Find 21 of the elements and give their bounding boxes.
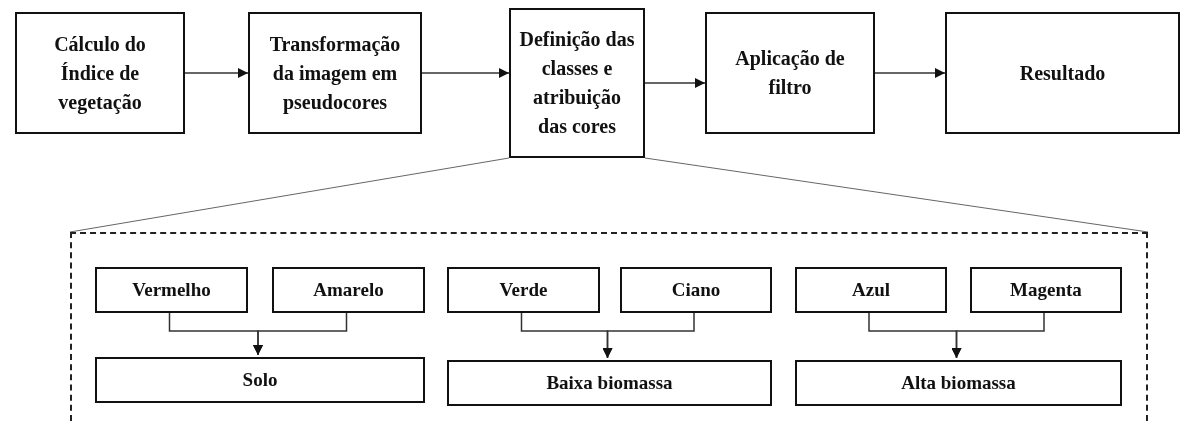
- process-box: Amarelo: [272, 267, 425, 313]
- process-box: Solo: [95, 357, 425, 403]
- process-box: Ciano: [620, 267, 772, 313]
- zoom-line: [69, 157, 510, 233]
- process-box: Transformação da imagem em pseudocores: [248, 12, 422, 134]
- process-box: Resultado: [945, 12, 1180, 134]
- arrow: [421, 68, 510, 78]
- process-box: Aplicação de filtro: [705, 12, 875, 134]
- process-box: Baixa biomassa: [447, 360, 772, 406]
- zoom-line: [644, 157, 1149, 233]
- process-box: Cálculo do Índice de vegetação: [15, 12, 185, 134]
- arrow: [644, 78, 706, 88]
- process-box: Verde: [447, 267, 600, 313]
- arrow: [874, 68, 946, 78]
- dashed-frame: [70, 232, 1148, 421]
- arrow: [184, 68, 249, 78]
- process-box: Alta biomassa: [795, 360, 1122, 406]
- process-box: Azul: [795, 267, 947, 313]
- process-box: Vermelho: [95, 267, 248, 313]
- process-box: Definição das classes e atribuição das cores: [509, 8, 645, 158]
- process-box: Magenta: [970, 267, 1122, 313]
